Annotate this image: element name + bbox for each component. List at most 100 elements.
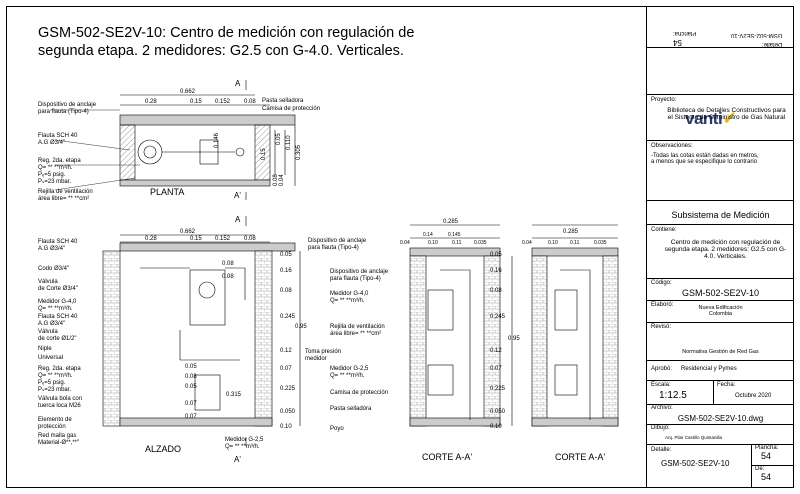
top-code: GSM-502-SE2V-10: [731, 32, 783, 38]
elev-label-elem: Elemento de: [38, 417, 72, 423]
plancha-divider: [751, 445, 752, 488]
c1-dim-t3: 0.035: [474, 240, 487, 246]
c1-dim-r1: 0.16: [490, 268, 502, 274]
plan-section-a-prime: A': [234, 191, 241, 200]
c1-dim-r7: 0.050: [490, 409, 506, 415]
elev-section-a: A: [235, 215, 241, 224]
elev-label-valv1: Válvula: [38, 279, 58, 285]
plan-dim-d1: 0.28: [145, 99, 157, 105]
obs-label: Observaciones:: [651, 143, 693, 149]
c1-dim-t1: 0.14: [423, 232, 433, 238]
contiene-label: Contiene:: [651, 227, 677, 233]
plan-label-camisa: Camisa de protección: [262, 106, 320, 112]
elev-label-elem2: protección: [38, 424, 66, 430]
reviso-cell: Revisó: Normativa Gestión de Red Gas: [647, 323, 794, 361]
plan-dim-v1: 0.146: [214, 132, 220, 148]
plan-text: 0.662 0.28 0.15 0.152 0.08 0.305 0.146 0…: [38, 79, 320, 202]
plan-dim-v2: 0.110: [286, 135, 292, 150]
elaboro-value: Nueva Edificación Colombia: [698, 305, 743, 317]
codigo-cell: Código: GSM-502-SE2V-10: [647, 279, 794, 301]
section-view-1: [409, 224, 513, 427]
c2-dim-t1: 0.10: [548, 240, 558, 246]
contiene-value: Centro de medición con regulación de seg…: [664, 239, 787, 260]
brand-text: vanti: [685, 109, 723, 128]
plan-dim-v7: 0.15: [261, 148, 267, 160]
elev-label-malla: Red malla gas: [38, 433, 76, 439]
elev-label-reg1: Reg. 2da. etapa: [38, 366, 81, 372]
escala-cell: Escala: 1:12.5 Fecha: Octubre 2020: [647, 381, 794, 405]
c1-dim-top: 0.285: [443, 219, 459, 225]
elev-label-valvbola: Válvula bola con: [38, 396, 82, 402]
elev-inner-6: 0.315: [226, 392, 242, 398]
de-value: 54: [761, 472, 772, 482]
elev-dim-r1: 0.16: [280, 268, 292, 274]
elev-label-valv2: Válvula: [38, 329, 58, 335]
bottom-cell: Detalle: GSM-502-SE2V-10 Plancha: 54 De:…: [647, 445, 794, 488]
elev-dim-total: 0.662: [180, 229, 196, 235]
elev-dim-r7: 0.050: [280, 409, 296, 415]
elev-dim-d3: 0.152: [215, 236, 231, 242]
elevation-text: 0.662 0.28 0.15 0.152 0.08 0.05 0.16 0.0…: [38, 215, 367, 464]
aprobo-label: Aprobó:: [651, 366, 673, 372]
archivo-label: Archivo:: [651, 405, 673, 411]
elev-label-valvbola2: tuerca loca M26: [38, 403, 81, 409]
elev-dim-r2: 0.08: [280, 288, 292, 294]
c2-dim-top: 0.285: [563, 229, 579, 235]
elev-dim-total-v: 0.95: [295, 324, 307, 330]
elevation-view: [102, 216, 301, 446]
elev-label-malla2: Material-Ø**,**": [38, 440, 79, 446]
elev-section-a-prime: A': [234, 455, 241, 464]
elev-label-reg3: Pₑ=5 psig.: [38, 380, 66, 386]
section-view-2: [531, 224, 619, 427]
c1-dim-r8: 0.10: [490, 424, 502, 430]
plan-label-rejilla2: área libre= ** **cm²: [38, 196, 89, 202]
plan-dim-v5: 0.04: [279, 174, 285, 186]
elev-label-med4b: Q= ** **m³/h.: [38, 306, 73, 312]
elev-label-med25: Medidor G-2,5: [225, 437, 264, 443]
elev-label-dispositivo2: para flauta (Tipo-4): [308, 245, 359, 251]
de-label: De:: [755, 466, 765, 472]
plan-dim-v6: 0.08: [273, 174, 279, 186]
fecha-value: Octubre 2020: [735, 393, 772, 399]
c1-label-rejilla2: área libre= ** **cm²: [330, 331, 381, 337]
c1-dim-r6: 0.225: [490, 386, 506, 392]
reviso-label: Revisó:: [651, 324, 672, 330]
elev-label-flauta3: Flauta SCH 40: [38, 314, 78, 320]
escala-divider: [713, 381, 714, 405]
elev-label-flauta: Flauta SCH 40: [38, 239, 78, 245]
plan-view: [50, 80, 296, 200]
plan-label-dispositivo: Dispositivo de anclaje: [38, 102, 97, 108]
c1-label-dispositivo: Dispositivo de anclaje: [330, 269, 389, 275]
c1-dim-t21: 0.10: [428, 240, 438, 246]
elev-label-dispositivo: Dispositivo de anclaje: [308, 238, 367, 244]
elev-dim-r4: 0.12: [280, 348, 292, 354]
plan-dim-total: 0.662: [180, 89, 196, 95]
top-plancha: 54: [673, 38, 682, 47]
elev-inner-0: 0.08: [222, 261, 234, 267]
detalle-bottom-value: GSM-502-SE2V-10: [661, 459, 730, 468]
c1-label-med25b: Q= ** **m³/h.: [330, 373, 365, 379]
elev-dim-r5: 0.07: [280, 366, 292, 372]
elaboro-label: Elaboró:: [651, 302, 674, 308]
c1-label-rejilla: Rejilla de ventilación: [330, 324, 385, 330]
plan-dim-d2: 0.15: [190, 99, 202, 105]
plan-dim-d3: 0.152: [215, 99, 231, 105]
plan-label-flauta2: A.G Ø3/4": [38, 140, 65, 146]
plan-label-reg1: Reg. 2da. etapa: [38, 158, 81, 164]
proyecto-value: Biblioteca de Detalles Constructivos par…: [667, 107, 786, 121]
contiene-cell: Contiene: Centro de medición con regulac…: [647, 225, 794, 279]
reviso-value: Normativa Gestión de Red Gas: [682, 349, 759, 355]
elev-inner-2: 0.05: [185, 364, 197, 370]
plan-section-a: A: [235, 79, 241, 88]
plan-label-dispositivo2: para flauta (Tipo-4): [38, 109, 89, 115]
fecha-label: Fecha:: [717, 382, 736, 388]
obs-value: -Todas las cotas están dadas en metros, …: [651, 153, 759, 165]
elev-dim-r6: 0.225: [280, 386, 296, 392]
elaboro-cell: Elaboró: Nueva Edificación Colombia: [647, 301, 794, 323]
archivo-cell: Archivo: GSM-502-SE2V-10.dwg: [647, 405, 794, 425]
subsistema-value: Subsistema de Medición: [671, 210, 770, 220]
plancha-value: 54: [761, 451, 772, 461]
plancha-label: Plancha:: [755, 445, 779, 451]
plan-label-pasta: Pasta selladora: [262, 98, 304, 104]
section-1-text: 0.285 0.04 0.14 0.145 0.10 0.11 0.035 0.…: [330, 219, 520, 462]
